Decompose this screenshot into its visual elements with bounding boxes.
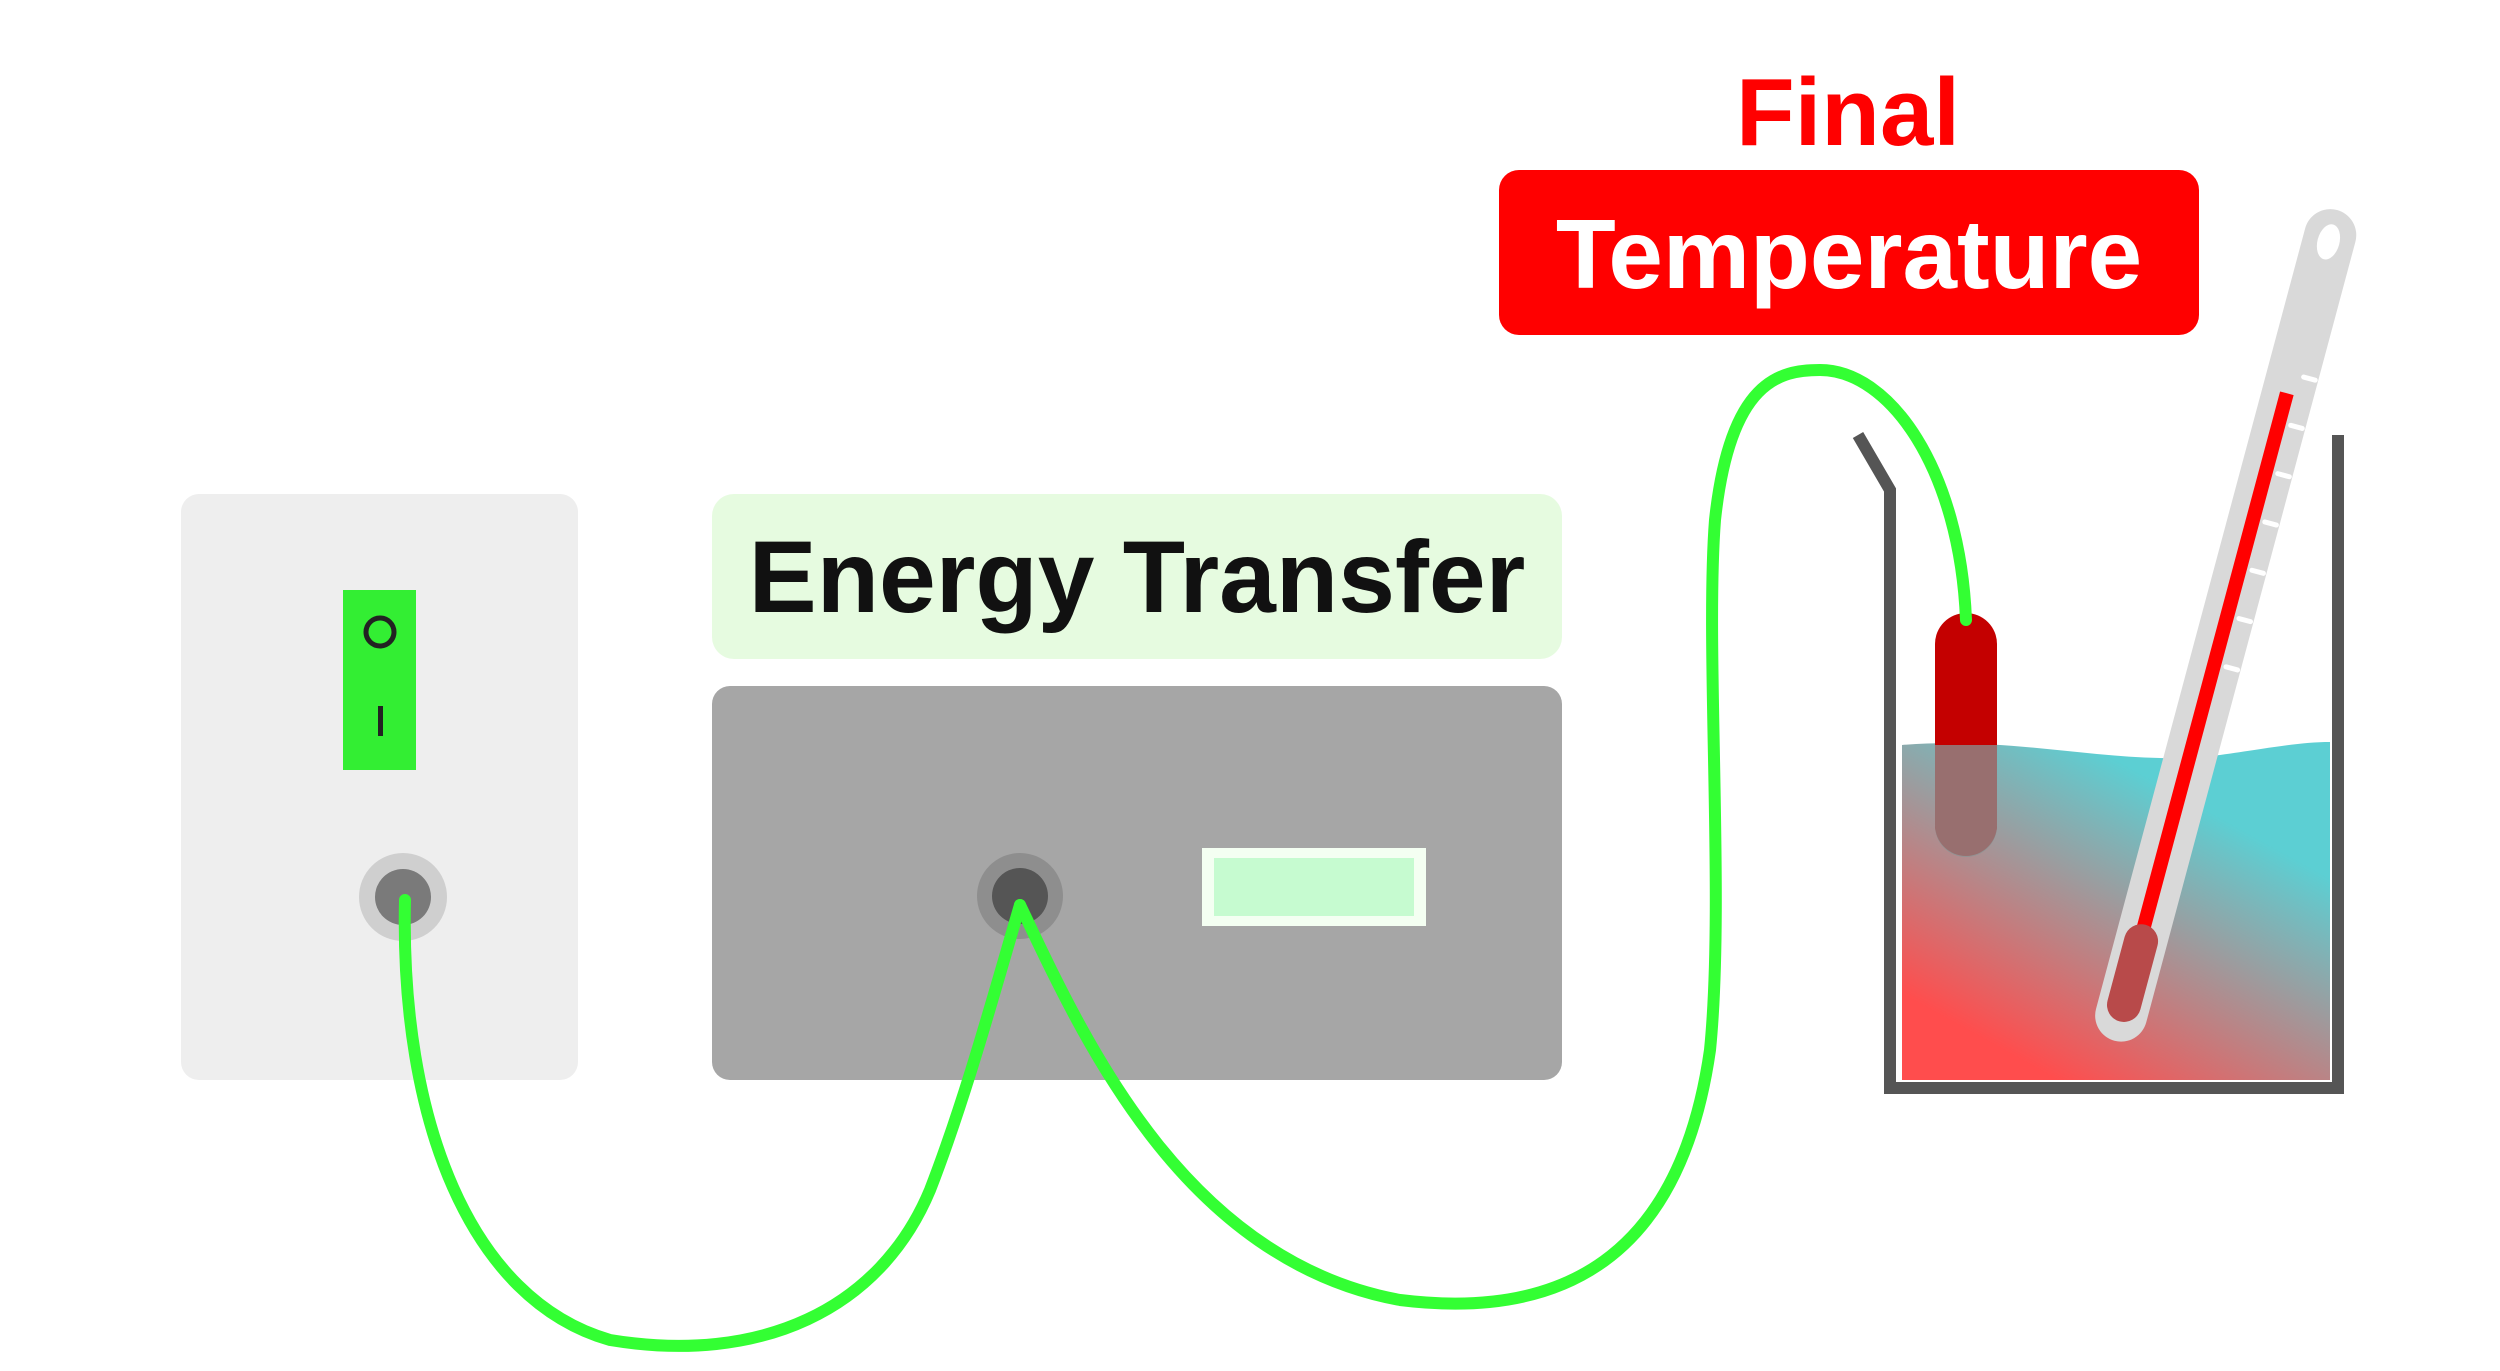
thermometer-scale xyxy=(2223,374,2318,673)
thermometer-hang-hole xyxy=(2316,224,2341,260)
wires xyxy=(398,364,1972,1352)
final-temperature-label: Final Temperature xyxy=(1499,59,2199,335)
wire-wall-to-meter xyxy=(398,894,1026,1352)
wall-plate xyxy=(181,494,578,1080)
thermometer-bulb xyxy=(2106,924,2159,1022)
beaker-wall xyxy=(1852,431,2344,1094)
immersion-heater-icon xyxy=(1935,613,1997,857)
liquid xyxy=(1902,742,2330,1080)
energy-meter-body xyxy=(712,686,1562,1080)
temperature-label-bg xyxy=(1499,170,2199,335)
thermometer-liquid xyxy=(2124,391,2294,975)
rocker-switch-icon[interactable] xyxy=(343,590,416,770)
switch-off-symbol-icon xyxy=(363,615,397,649)
switch-on-symbol-icon xyxy=(378,706,383,736)
final-text: Final xyxy=(1736,59,1960,166)
meter-display-screen xyxy=(1214,858,1414,916)
temperature-text: Temperature xyxy=(1556,199,2142,309)
meter-display xyxy=(1202,848,1426,926)
thermometer-icon xyxy=(2095,209,2357,1042)
energy-transfer-label: Energy Transfer xyxy=(712,494,1562,659)
beaker-icon xyxy=(1902,742,2330,1080)
meter-socket-hole[interactable] xyxy=(992,868,1048,924)
energy-transfer-label-bg xyxy=(712,494,1562,659)
power-socket-icon[interactable] xyxy=(977,853,1063,939)
wall-plate-body xyxy=(181,494,578,1080)
energy-meter-device xyxy=(712,686,1562,1080)
wire-meter-to-heater xyxy=(1014,364,1972,1310)
energy-transfer-text: Energy Transfer xyxy=(749,520,1526,634)
heater-submerged xyxy=(1935,745,1997,857)
